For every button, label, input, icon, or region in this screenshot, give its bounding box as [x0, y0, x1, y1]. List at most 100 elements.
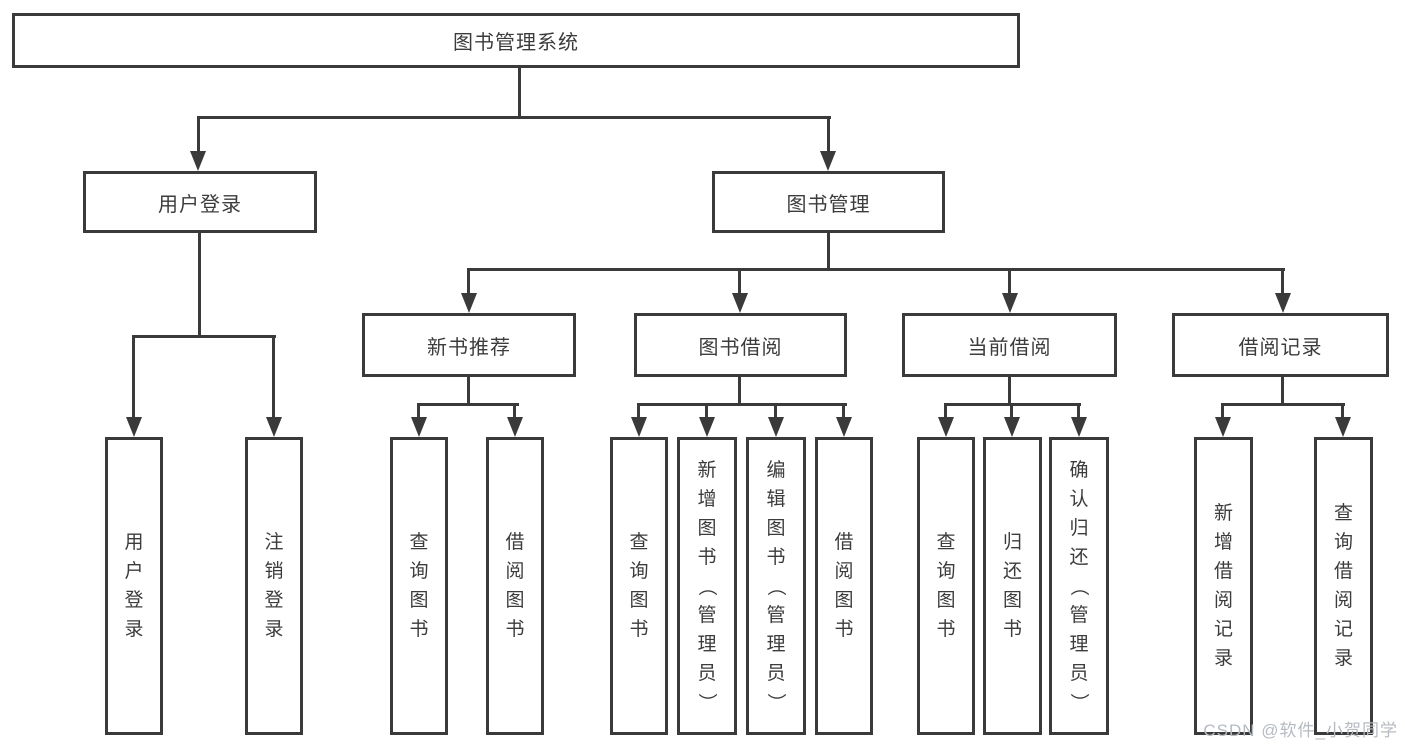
leaf-label-char: 归 — [1002, 532, 1022, 553]
leaf-user-login: 用户登录 — [105, 437, 163, 735]
leaf-label-char: 查 — [629, 532, 649, 553]
arrowhead-confirm-return — [1071, 417, 1087, 437]
leaf-label-char: 阅 — [505, 561, 525, 582]
leaf-label-char: 编 — [766, 459, 786, 481]
leaf-label-char: 管 — [1069, 604, 1089, 626]
leaf-label-char: 登 — [264, 590, 284, 611]
arrowhead-new-book-recommend — [461, 293, 477, 313]
arrowhead-query-books-borrow — [631, 417, 647, 437]
leaf-label-char: 查 — [1333, 503, 1353, 524]
leaf-label-char: 借 — [1213, 561, 1233, 582]
connector-drop-return-books — [1010, 403, 1013, 417]
connector-book-mgmt-bar — [467, 268, 1285, 271]
arrowhead-add-books-admin — [699, 417, 715, 437]
leaf-label-char: 询 — [936, 561, 956, 582]
node-book-management-label: 图书管理 — [786, 193, 871, 216]
leaf-label-char: 新 — [1213, 503, 1233, 524]
leaf-label-char: 辑 — [766, 488, 786, 510]
leaf-label-char: 用 — [124, 532, 144, 553]
connector-new-rec-bar — [417, 403, 519, 406]
leaf-label-char: 借 — [505, 532, 525, 553]
connector-drop-confirm-return — [1077, 403, 1080, 417]
leaf-edit-books-admin: 编辑图书（管理员） — [746, 437, 806, 735]
leaf-label-char: 借 — [1333, 561, 1353, 582]
leaf-label-char: 阅 — [1333, 590, 1353, 611]
leaf-label-char: 图 — [1002, 590, 1022, 611]
arrowhead-user-login — [190, 151, 206, 171]
leaf-label-char: 员 — [1069, 662, 1089, 684]
leaf-confirm-return-admin: 确认归还（管理员） — [1049, 437, 1109, 735]
leaf-add-books-admin: 新增图书（管理员） — [677, 437, 737, 735]
leaf-borrow-books: 借阅图书 — [815, 437, 873, 735]
leaf-logout: 注销登录 — [245, 437, 303, 735]
leaf-label-char: 增 — [697, 488, 717, 510]
leaf-label-char: 还 — [1002, 561, 1022, 582]
leaf-label-char: 录 — [1213, 648, 1233, 669]
connector-drop-query-borrow-record — [1341, 403, 1344, 417]
connector-drop-leaf-user-login — [132, 335, 135, 417]
node-borrow-records: 借阅记录 — [1172, 313, 1389, 377]
connector-user-login-stem — [198, 233, 201, 337]
connector-drop-borrow-records — [1281, 268, 1284, 293]
leaf-label-char: 图 — [766, 517, 786, 539]
arrowhead-borrow-books-recommend — [507, 417, 523, 437]
watermark: CSDN @软件_小贺同学 — [1203, 721, 1398, 740]
leaf-label-char: （ — [696, 576, 718, 596]
node-borrow-records-label: 借阅记录 — [1238, 336, 1323, 359]
leaf-label-char: 书 — [409, 619, 429, 640]
leaf-label-char: 记 — [1333, 619, 1353, 640]
leaf-label-char: 询 — [409, 561, 429, 582]
leaf-label-char: 阅 — [1213, 590, 1233, 611]
leaf-query-borrow-record: 查询借阅记录 — [1314, 437, 1373, 735]
connector-drop-edit-books-admin — [774, 403, 777, 417]
arrowhead-leaf-user-login — [126, 417, 142, 437]
connector-drop-book-management — [827, 116, 830, 151]
node-new-book-recommend: 新书推荐 — [362, 313, 576, 377]
leaf-label-char: 询 — [629, 561, 649, 582]
connector-root-bar — [197, 116, 831, 119]
arrowhead-current-borrow — [1002, 293, 1018, 313]
node-book-borrow: 图书借阅 — [634, 313, 847, 377]
leaf-label-char: 书 — [936, 619, 956, 640]
leaf-return-books: 归还图书 — [983, 437, 1042, 735]
leaf-label-char: 登 — [124, 590, 144, 611]
connector-new-rec-stem — [467, 377, 470, 405]
connector-drop-book-borrow — [738, 268, 741, 293]
leaf-label-char: 书 — [505, 619, 525, 640]
leaf-label-char: ） — [696, 692, 718, 712]
node-user-login-label: 用户登录 — [158, 193, 242, 216]
arrowhead-query-books-recommend — [411, 417, 427, 437]
leaf-label-char: 销 — [264, 561, 284, 582]
leaf-label-char: 录 — [1333, 648, 1353, 669]
node-user-login: 用户登录 — [83, 171, 317, 233]
arrowhead-edit-books-admin — [768, 417, 784, 437]
leaf-borrow-books-recommend: 借阅图书 — [486, 437, 544, 735]
node-book-management: 图书管理 — [712, 171, 945, 233]
leaf-label-char: （ — [765, 576, 787, 596]
connector-drop-borrow-books — [842, 403, 845, 417]
leaf-label-char: 理 — [766, 633, 786, 655]
connector-root-stem — [518, 68, 521, 118]
leaf-label-char: 还 — [1069, 546, 1089, 568]
arrowhead-query-borrow-record — [1335, 417, 1351, 437]
node-current-borrow: 当前借阅 — [902, 313, 1117, 377]
node-new-book-recommend-label: 新书推荐 — [427, 336, 511, 359]
leaf-add-borrow-record: 新增借阅记录 — [1194, 437, 1253, 735]
leaf-label-char: 书 — [629, 619, 649, 640]
arrowhead-query-books-current — [938, 417, 954, 437]
leaf-label-char: 书 — [766, 546, 786, 568]
connector-drop-current-borrow — [1008, 268, 1011, 293]
leaf-label-char: 阅 — [834, 561, 854, 582]
leaf-label-char: 理 — [697, 633, 717, 655]
leaf-label-char: 录 — [124, 619, 144, 640]
arrowhead-add-borrow-record — [1215, 417, 1231, 437]
node-book-borrow-label: 图书借阅 — [698, 336, 783, 359]
leaf-label-char: 查 — [409, 532, 429, 553]
connector-user-login-bar — [132, 335, 276, 338]
connector-current-borrow-stem — [1008, 377, 1011, 405]
arrowhead-book-management — [820, 151, 836, 171]
leaf-label-char: 户 — [124, 561, 144, 582]
leaf-label-char: 书 — [697, 546, 717, 568]
leaf-label-char: 记 — [1213, 619, 1233, 640]
leaf-label-char: 书 — [1002, 619, 1022, 640]
